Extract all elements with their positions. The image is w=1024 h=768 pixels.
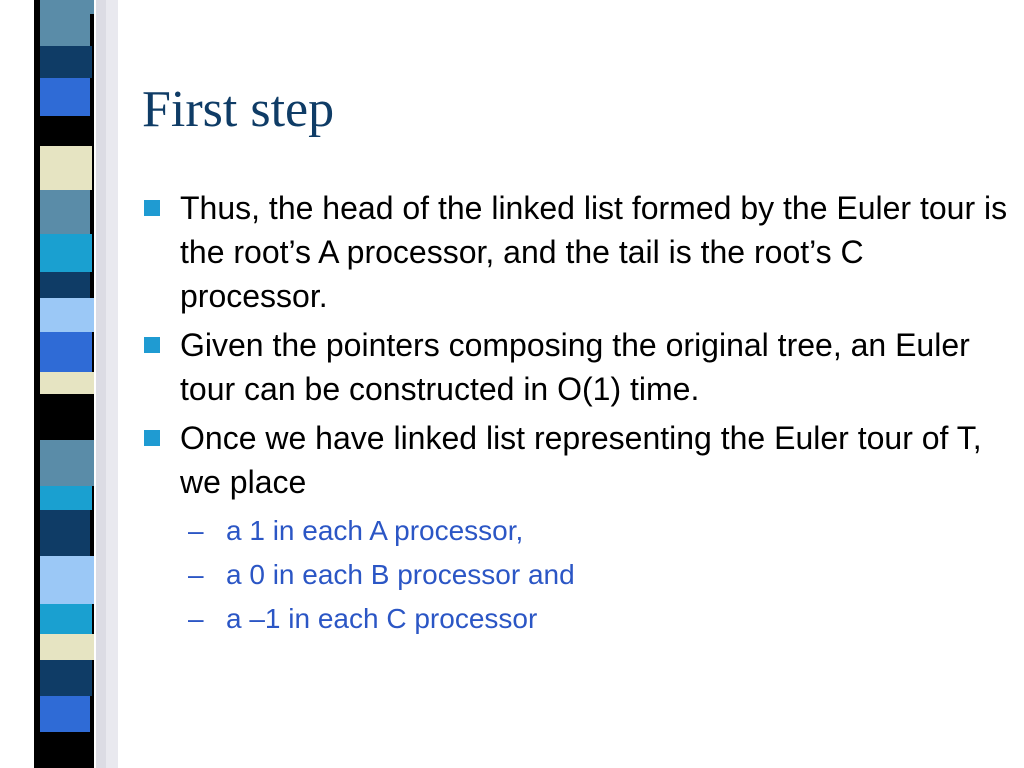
slide-content: Thus, the head of the linked list formed… (140, 186, 1010, 641)
square-bullet-icon (144, 337, 160, 353)
bullet-text: Given the pointers composing the origina… (180, 327, 970, 407)
sub-bullet-item: – a –1 in each C processor (140, 597, 1010, 641)
bullet-item: Thus, the head of the linked list formed… (140, 186, 1010, 318)
square-bullet-icon (144, 200, 160, 216)
sub-bullet-item: – a 1 in each A processor, (140, 509, 1010, 553)
dash-marker: – (188, 603, 204, 634)
sub-bullet-text: a 1 in each A processor, (226, 515, 524, 546)
bullet-text: Once we have linked list representing th… (180, 420, 982, 500)
sub-bullet-item: – a 0 in each B processor and (140, 553, 1010, 597)
sub-bullet-text: a –1 in each C processor (226, 603, 538, 634)
bullet-text: Thus, the head of the linked list formed… (180, 190, 1008, 314)
dash-marker: – (188, 515, 204, 546)
bullet-item: Once we have linked list representing th… (140, 416, 1010, 504)
dash-marker: – (188, 559, 204, 590)
stripe-bar-graphic (34, 0, 118, 768)
square-bullet-icon (144, 430, 160, 446)
sub-bullet-text: a 0 in each B processor and (226, 559, 575, 590)
slide-title: First step (142, 81, 335, 138)
sub-bullet-list: – a 1 in each A processor, – a 0 in each… (140, 509, 1010, 641)
stripe-bar-decoration (0, 0, 118, 768)
bullet-item: Given the pointers composing the origina… (140, 323, 1010, 411)
